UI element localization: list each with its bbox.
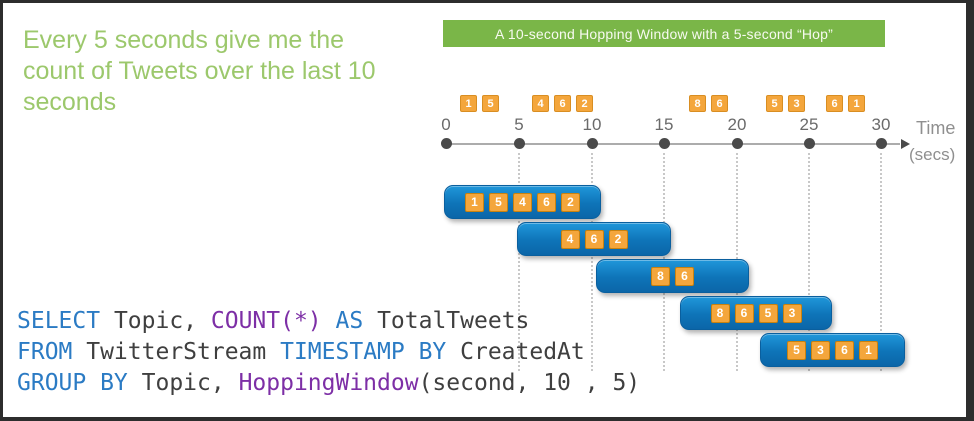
tick-dot bbox=[659, 138, 670, 149]
sql-token: COUNT(*) bbox=[210, 308, 322, 334]
gridline bbox=[518, 153, 520, 371]
time-axis-label: Time bbox=[916, 118, 956, 138]
window-event-box: 6 bbox=[835, 340, 854, 360]
window-event-box: 3 bbox=[811, 340, 830, 360]
tick-label: 15 bbox=[654, 115, 674, 134]
window-event-box: 5 bbox=[758, 303, 778, 323]
sql-token: TotalTweets bbox=[363, 308, 530, 334]
tick-dot bbox=[804, 138, 815, 149]
event-box: 3 bbox=[788, 95, 805, 112]
sql-token: TIMESTAMP BY bbox=[280, 339, 447, 365]
tick-label: 10 bbox=[582, 115, 602, 134]
tick-dot bbox=[514, 138, 525, 149]
prompt-line-2: count of Tweets over the last 10 bbox=[23, 57, 376, 85]
event-box: 8 bbox=[689, 95, 706, 112]
sql-token: HoppingWindow bbox=[238, 370, 419, 396]
window-event-box: 1 bbox=[465, 192, 484, 212]
sql-token bbox=[322, 308, 336, 334]
window-event-box: 6 bbox=[734, 303, 754, 323]
prompt-line-3: seconds bbox=[23, 88, 117, 116]
gridline bbox=[808, 153, 810, 371]
window-event-box: 8 bbox=[710, 303, 730, 323]
sql-token: TwitterStream bbox=[72, 339, 281, 365]
sql-token: Topic, bbox=[127, 370, 239, 396]
event-box: 6 bbox=[554, 95, 571, 112]
title-banner: A 10-second Hopping Window with a 5-seco… bbox=[443, 20, 885, 47]
event-box: 6 bbox=[826, 95, 843, 112]
prompt-text: Every 5 seconds give me the count of Twe… bbox=[23, 25, 376, 118]
window-event-box: 8 bbox=[651, 266, 670, 286]
window-event-box: 5 bbox=[787, 340, 806, 360]
sql-code-line: FROM TwitterStream TIMESTAMP BY CreatedA… bbox=[17, 337, 640, 368]
sql-token: AS bbox=[335, 308, 364, 334]
timeline-axis bbox=[444, 143, 900, 145]
gridline bbox=[880, 153, 882, 371]
tick-label: 30 bbox=[871, 115, 891, 134]
event-box: 6 bbox=[711, 95, 728, 112]
window-event-box: 6 bbox=[537, 192, 556, 212]
window-event-box: 6 bbox=[675, 266, 694, 286]
tick-dot bbox=[732, 138, 743, 149]
window-event-box: 4 bbox=[513, 192, 532, 212]
sql-token: (second, 10 , 5) bbox=[418, 370, 641, 396]
sql-token: SELECT bbox=[17, 308, 101, 334]
gridline bbox=[591, 153, 593, 371]
sql-token: Topic, bbox=[100, 308, 211, 334]
window-event-box: 5 bbox=[489, 192, 508, 212]
window-event-box: 2 bbox=[608, 229, 628, 249]
tick-label: 20 bbox=[727, 115, 747, 134]
window-event-box: 1 bbox=[859, 340, 878, 360]
sql-token: FROM bbox=[17, 339, 73, 365]
window-event-box: 3 bbox=[782, 303, 802, 323]
tick-label: 5 bbox=[514, 115, 524, 134]
event-box: 2 bbox=[576, 95, 593, 112]
prompt-line-1: Every 5 seconds give me the bbox=[23, 26, 344, 54]
window-event-box: 2 bbox=[561, 192, 580, 212]
sql-token: GROUP BY bbox=[17, 370, 128, 396]
tick-dot bbox=[441, 138, 452, 149]
sql-code-line: GROUP BY Topic, HoppingWindow(second, 10… bbox=[17, 368, 640, 399]
time-axis-unit: (secs) bbox=[909, 145, 956, 164]
tick-dot bbox=[587, 138, 598, 149]
event-box: 1 bbox=[848, 95, 865, 112]
event-box: 5 bbox=[482, 95, 499, 112]
tick-label: 25 bbox=[799, 115, 819, 134]
tick-dot bbox=[876, 138, 887, 149]
event-box: 4 bbox=[532, 95, 549, 112]
timeline-arrow-icon bbox=[901, 139, 910, 149]
window-event-box: 4 bbox=[560, 229, 580, 249]
sql-code-line: SELECT Topic, COUNT(*) AS TotalTweets bbox=[17, 306, 640, 337]
event-box: 5 bbox=[766, 95, 783, 112]
window-event-box: 6 bbox=[584, 229, 604, 249]
tick-label: 0 bbox=[441, 115, 451, 134]
sql-token: CreatedAt bbox=[446, 339, 585, 365]
event-box: 1 bbox=[460, 95, 477, 112]
